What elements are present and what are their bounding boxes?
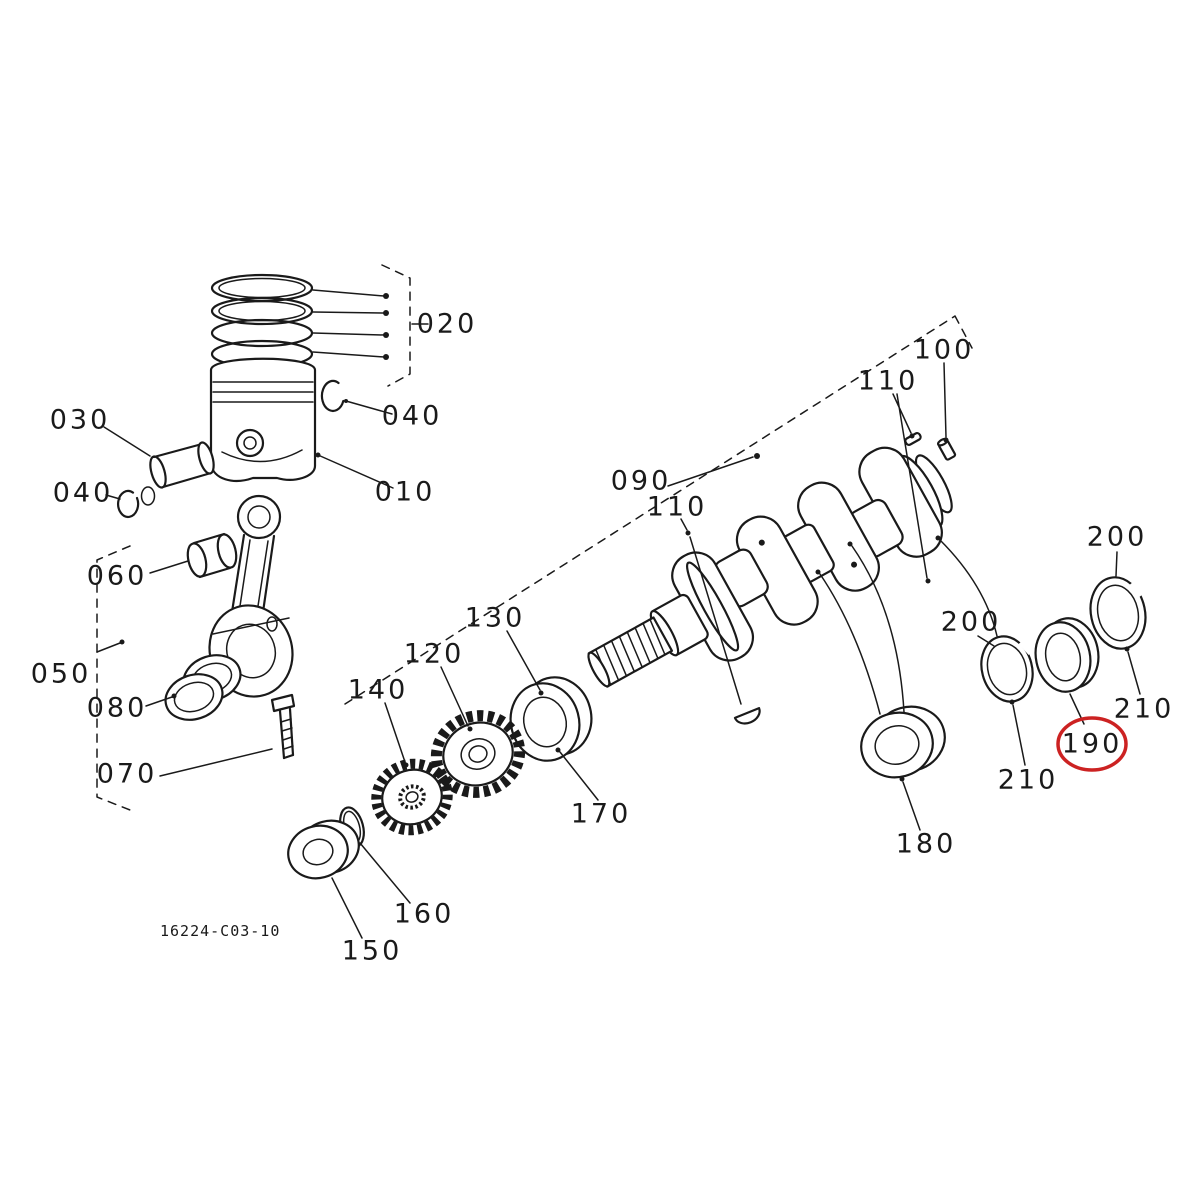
spline-hatching bbox=[595, 618, 666, 686]
callout-090[interactable]: 090 bbox=[611, 466, 672, 497]
woodruff-key-lower bbox=[733, 707, 761, 725]
rear-main-bearing bbox=[815, 541, 946, 831]
callout-020[interactable]: 020 bbox=[417, 309, 478, 340]
callout-210[interactable]: 210 bbox=[998, 765, 1059, 796]
callout-040[interactable]: 040 bbox=[382, 401, 443, 432]
crankshaft bbox=[587, 446, 953, 688]
gear-small-dot bbox=[403, 762, 409, 768]
callout-050[interactable]: 050 bbox=[31, 659, 92, 690]
callout-130[interactable]: 130 bbox=[465, 603, 526, 634]
callout-170[interactable]: 170 bbox=[571, 799, 632, 830]
front-main-bearing bbox=[506, 630, 599, 801]
ring-set-bracket bbox=[381, 264, 429, 387]
crank-leaders bbox=[667, 362, 949, 705]
gear-small bbox=[371, 758, 453, 836]
circlip-right bbox=[320, 379, 393, 415]
crank-group-boundary bbox=[344, 315, 973, 705]
callout-110[interactable]: 110 bbox=[858, 366, 919, 397]
rod-bearing-shells bbox=[145, 654, 242, 721]
piston-pin bbox=[103, 426, 215, 489]
callout-100[interactable]: 100 bbox=[914, 335, 975, 366]
piston-body bbox=[209, 357, 394, 489]
callout-150[interactable]: 150 bbox=[342, 936, 403, 967]
callout-190[interactable]: 190 bbox=[1062, 729, 1123, 760]
gear-large bbox=[430, 710, 526, 798]
thrust-washer-right bbox=[1089, 551, 1147, 695]
drawing-number: 16224-C03-10 bbox=[160, 922, 280, 940]
callout-060[interactable]: 060 bbox=[87, 561, 148, 592]
callout-160[interactable]: 160 bbox=[394, 899, 455, 930]
callout-040[interactable]: 040 bbox=[53, 478, 114, 509]
callout-070[interactable]: 070 bbox=[97, 759, 158, 790]
gear-large-leader bbox=[440, 666, 469, 727]
gear-small-leader bbox=[384, 702, 406, 763]
circlip-left bbox=[105, 486, 156, 519]
rod-group-bracket bbox=[96, 545, 131, 811]
callout-030[interactable]: 030 bbox=[50, 405, 111, 436]
callout-010[interactable]: 010 bbox=[375, 477, 436, 508]
small-end-bushing bbox=[149, 532, 238, 579]
crank-to-washer-arrow bbox=[935, 535, 998, 637]
highlight-circle-190 bbox=[1056, 716, 1128, 772]
thrust-washer-left bbox=[977, 635, 1036, 766]
piston-rings bbox=[210, 273, 389, 369]
callout-140[interactable]: 140 bbox=[348, 675, 409, 706]
collar bbox=[287, 819, 363, 939]
flange-bolt bbox=[936, 437, 957, 461]
gear-large-dot bbox=[467, 726, 473, 732]
callout-180[interactable]: 180 bbox=[896, 829, 957, 860]
callout-120[interactable]: 120 bbox=[404, 639, 465, 670]
callout-210[interactable]: 210 bbox=[1114, 694, 1175, 725]
callout-200[interactable]: 200 bbox=[1087, 522, 1148, 553]
rod-bolt bbox=[159, 693, 296, 777]
callout-080[interactable]: 080 bbox=[87, 693, 148, 724]
callout-200[interactable]: 200 bbox=[941, 607, 1002, 638]
bearing-190 bbox=[1034, 617, 1100, 725]
callout-110[interactable]: 110 bbox=[647, 492, 708, 523]
